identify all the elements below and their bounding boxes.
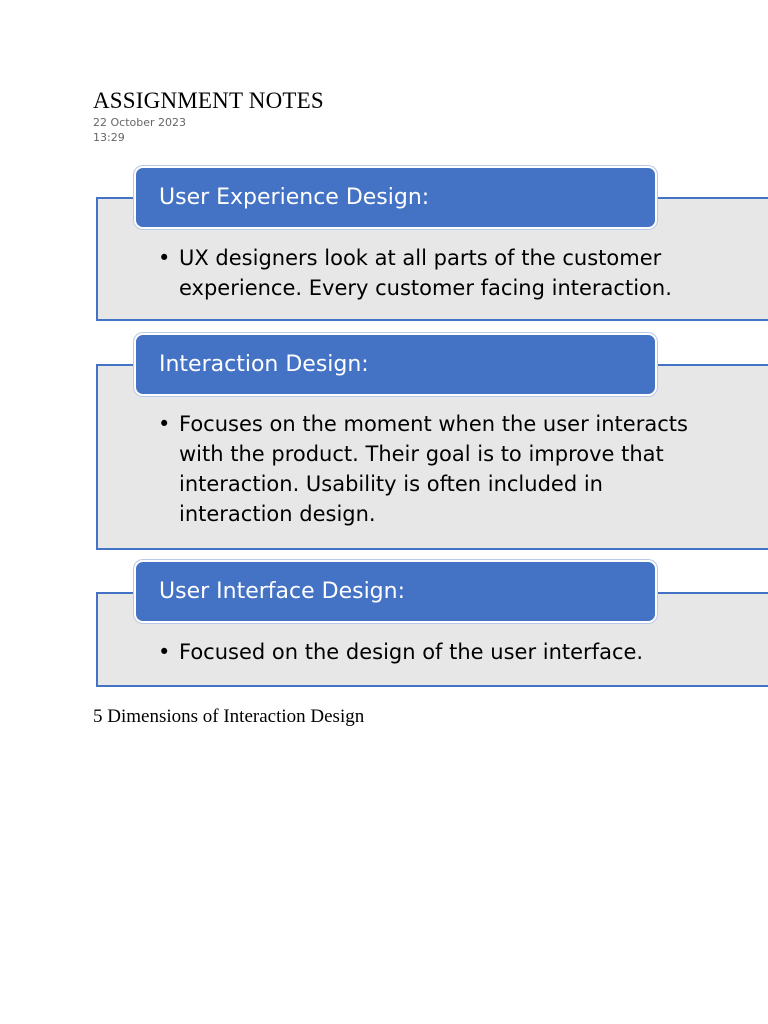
page-title: ASSIGNMENT NOTES (93, 88, 324, 113)
section-heading: User Experience Design: (159, 184, 430, 210)
note-time: 13:29 (93, 131, 125, 144)
bullet-dot: • (158, 412, 171, 436)
section-header: User Experience Design: (134, 166, 657, 229)
bullet-line: experience. Every customer facing intera… (179, 276, 672, 300)
section-header: Interaction Design: (134, 333, 657, 396)
bullet-line: UX designers look at all parts of the cu… (179, 246, 662, 270)
bullet-line: interaction. Usability is often included… (179, 472, 603, 496)
bullet-item: • UX designers look at all parts of the … (158, 243, 758, 303)
section-header: User Interface Design: (134, 560, 657, 623)
bullet-dot: • (158, 246, 171, 270)
subheading: 5 Dimensions of Interaction Design (93, 706, 365, 727)
note-date: 22 October 2023 (93, 116, 187, 129)
section-heading: Interaction Design: (159, 351, 369, 377)
bullet-line: Focuses on the moment when the user inte… (179, 412, 688, 436)
bullet-line: interaction design. (179, 502, 376, 526)
bullet-item: • Focused on the design of the user inte… (158, 637, 758, 667)
bullet-item: • Focuses on the moment when the user in… (158, 409, 758, 529)
bullet-line: with the product. Their goal is to impro… (179, 442, 664, 466)
bullet-line: Focused on the design of the user interf… (179, 640, 644, 664)
section-heading: User Interface Design: (159, 578, 405, 604)
bullet-dot: • (158, 640, 171, 664)
